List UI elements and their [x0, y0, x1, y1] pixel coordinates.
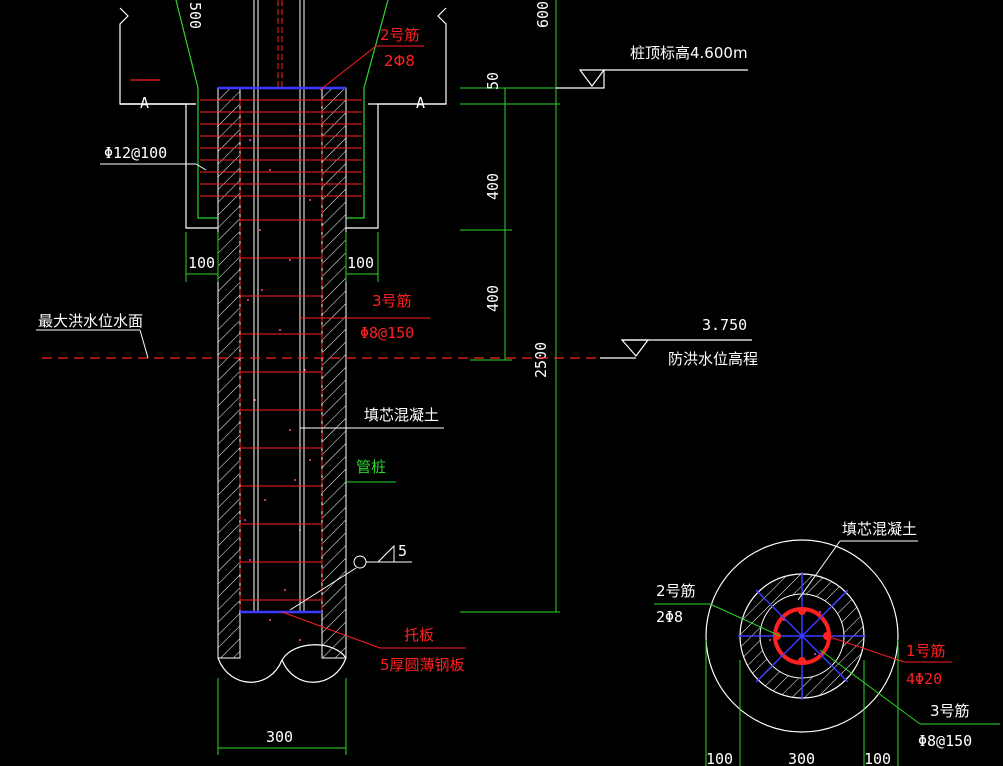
- sec-rebar3-name: 3号筋: [930, 702, 970, 720]
- sec-rebar2-spec: 2Φ8: [656, 608, 683, 626]
- rebar2-spec: 2Φ8: [384, 52, 415, 70]
- dim-400-a: 400: [484, 173, 502, 200]
- section-mark-a: [120, 79, 196, 105]
- flood-elev-marker: [600, 339, 752, 359]
- rebar3-spec: Φ8@150: [360, 324, 414, 342]
- sec-rebar2-name: 2号筋: [656, 582, 696, 600]
- weld-size: 5: [398, 542, 407, 560]
- dim-lines-bottom: [185, 232, 379, 755]
- cap-rebar-green: [175, 0, 389, 219]
- dim-400-b: 400: [484, 285, 502, 312]
- pile-wall-right: [322, 88, 346, 658]
- sec-dim-100-right: 100: [864, 750, 891, 766]
- dim-100-right: 100: [347, 254, 374, 272]
- longitudinal-rebar: [253, 0, 305, 612]
- pile-wall-left: [218, 88, 240, 658]
- dim-300: 300: [266, 728, 293, 746]
- section-label-left: A: [140, 94, 149, 112]
- pile-top-elev-label: 桩顶标高4.600m: [630, 44, 748, 62]
- plate-spec-label: 5厚圆薄钢板: [380, 656, 465, 674]
- infill-label: 填芯混凝土: [364, 406, 439, 424]
- dim-600: 600: [534, 1, 552, 28]
- sec-rebar1-name: 1号筋: [906, 642, 946, 660]
- pile-break-symbol: [217, 644, 347, 683]
- pile-elevation: A A 100 100 300 500 600: [36, 0, 758, 755]
- sec-dim-100-left: 100: [706, 750, 733, 766]
- dim-chain-right: [460, 0, 560, 613]
- rebar3-name: 3号筋: [372, 292, 412, 310]
- sec-rebar1-spec: 4Φ20: [906, 670, 942, 688]
- section-label-right: A: [416, 94, 425, 112]
- tie-spec-label: Φ12@100: [104, 144, 167, 162]
- dim-500: 500: [186, 2, 204, 29]
- weld-symbol: [289, 544, 412, 611]
- rebar2-name: 2号筋: [380, 26, 420, 44]
- dim-2500: 2500: [532, 342, 550, 378]
- dim-50: 50: [484, 72, 502, 90]
- sec-dim-300: 300: [788, 750, 815, 766]
- pile-cross-section: 填芯混凝土 2号筋 2Φ8 1号筋 4Φ20 3号筋 Φ8@150 100 30…: [654, 520, 1000, 766]
- pile-top-elev-marker: [556, 69, 748, 89]
- sec-rebar3-spec: Φ8@150: [918, 732, 972, 750]
- flood-elev-value: 3.750: [702, 316, 747, 334]
- flood-design-label: 防洪水位高程: [668, 350, 758, 368]
- sec-infill-label: 填芯混凝土: [842, 520, 917, 538]
- cap-ties: [200, 99, 362, 197]
- dim-100-left: 100: [188, 254, 215, 272]
- pile-ties: [240, 219, 322, 601]
- max-flood-label: 最大洪水位水面: [38, 312, 143, 330]
- pipe-pile-label: 管桩: [356, 458, 386, 476]
- support-plate-label: 托板: [404, 626, 434, 644]
